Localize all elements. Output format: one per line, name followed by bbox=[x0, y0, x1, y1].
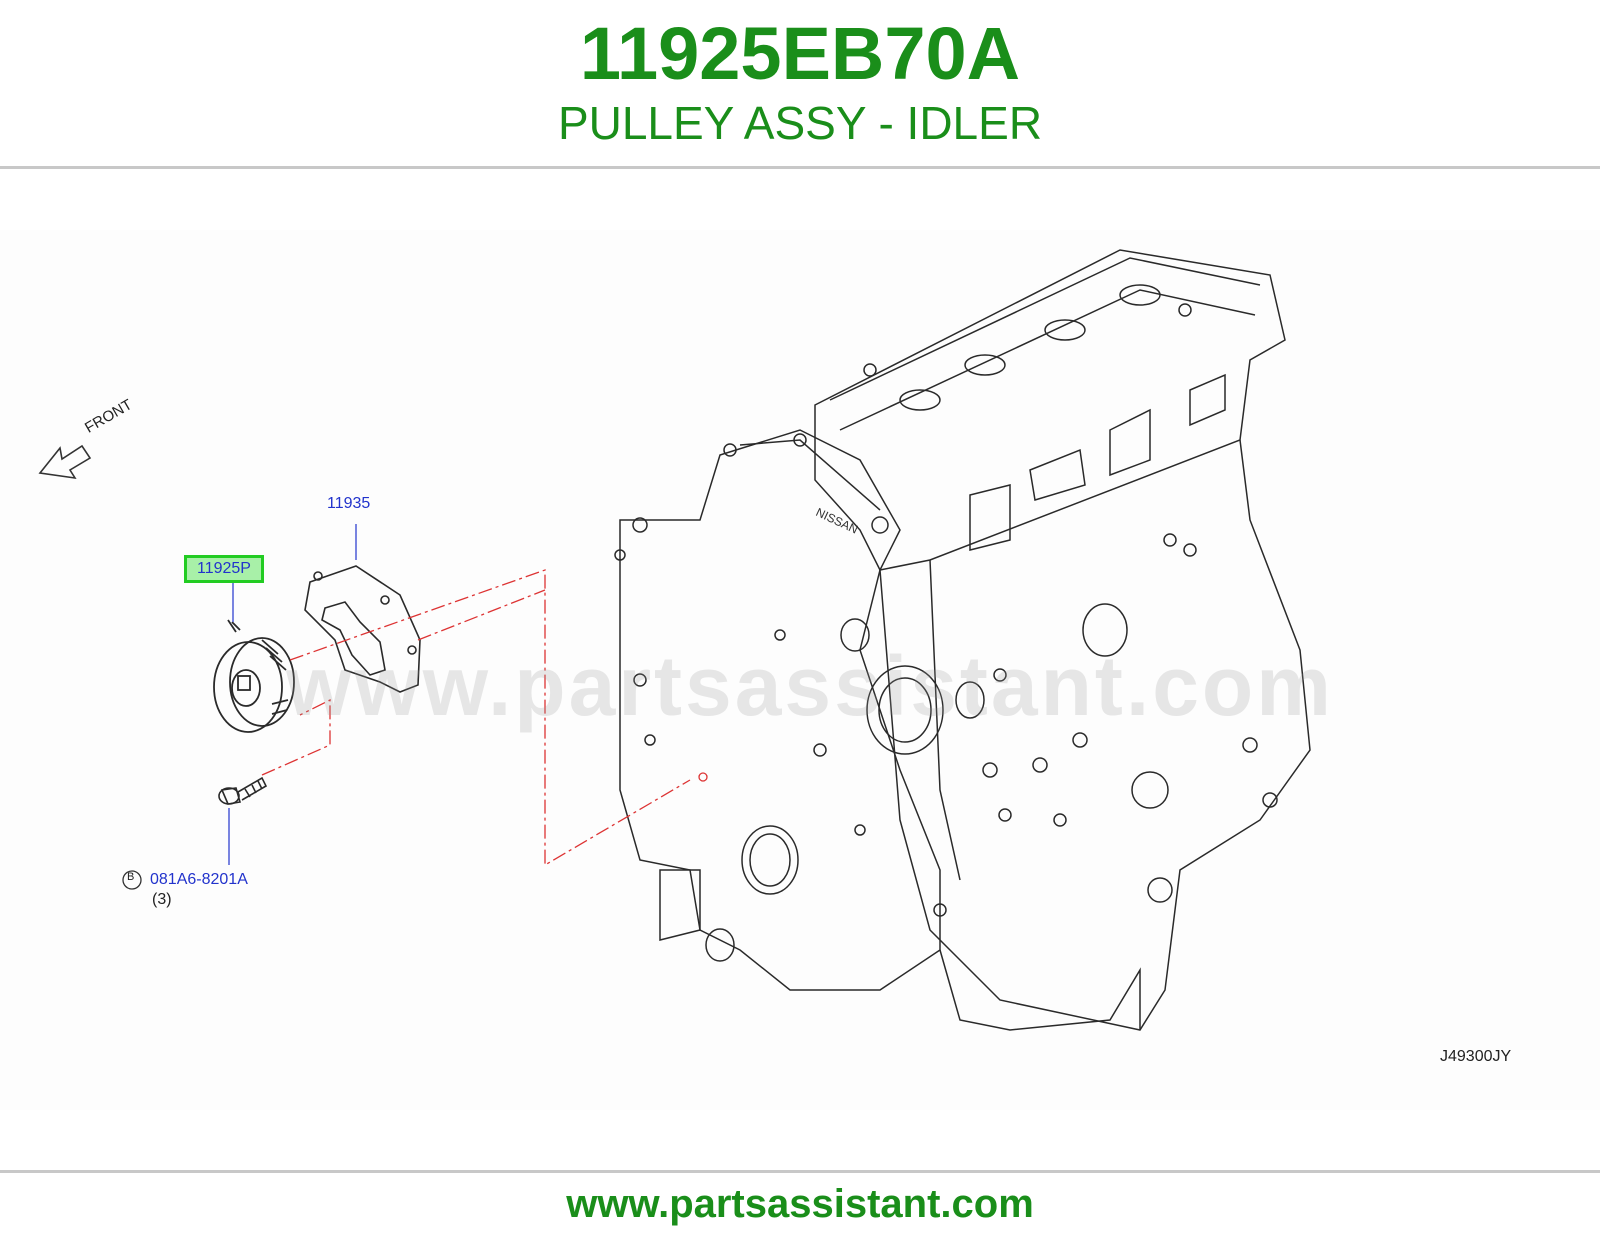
front-arrow-icon bbox=[38, 444, 92, 480]
callout-leader-lines bbox=[228, 524, 357, 865]
top-divider bbox=[0, 166, 1600, 169]
bottom-divider bbox=[0, 1170, 1600, 1173]
bolt-circle-letter: B bbox=[127, 871, 135, 883]
callout-11935[interactable]: 11935 bbox=[327, 495, 371, 512]
assembly-centerlines bbox=[261, 569, 691, 867]
engine-block-illustration bbox=[614, 249, 1311, 1031]
part-name-subtitle: PULLEY ASSY - IDLER bbox=[557, 97, 1043, 149]
engine-logo-text: NISSAN bbox=[814, 505, 860, 537]
idler-pulley-11925p bbox=[213, 619, 295, 733]
exploded-parts-diagram: NISSAN bbox=[0, 230, 1600, 1110]
footer-site-url[interactable]: www.partsassistant.com bbox=[566, 1182, 1034, 1226]
watermark-text: www.partsassistant.com bbox=[286, 639, 1334, 733]
callout-081a6-8201a[interactable]: 081A6-8201A bbox=[150, 871, 248, 888]
part-number-title: 11925EB70A bbox=[579, 12, 1021, 95]
callout-11925p-highlighted[interactable]: 11925P bbox=[184, 555, 264, 583]
bolt-reference-circle bbox=[122, 870, 142, 890]
diagram-drawing: NISSAN bbox=[38, 249, 1311, 1031]
bolt-quantity: (3) bbox=[152, 891, 172, 908]
header: 11925EB70A PULLEY ASSY - IDLER bbox=[0, 0, 1600, 168]
figure-code: J49300JY bbox=[1440, 1048, 1512, 1065]
bracket-plate-11935 bbox=[304, 565, 421, 693]
flange-bolt-081a6-8201a bbox=[218, 776, 268, 805]
bolt-hole-marker bbox=[698, 772, 708, 782]
